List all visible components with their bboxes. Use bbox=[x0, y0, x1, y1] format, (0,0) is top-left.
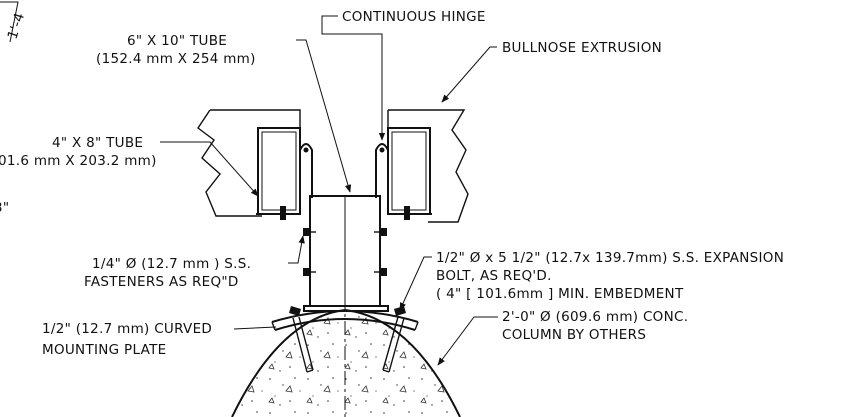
label-bullnose-extrusion: BULLNOSE EXTRUSION bbox=[502, 40, 662, 56]
label-column-size: 2'-0" Ø (609.6 mm) CONC. bbox=[502, 309, 688, 325]
concrete-column bbox=[231, 296, 461, 417]
right-barrier-panel bbox=[387, 109, 469, 223]
label-fasteners-size: 1/4" Ø (12.7 mm ) S.S. bbox=[92, 256, 251, 272]
label-continuous-hinge: CONTINUOUS HINGE bbox=[342, 9, 486, 25]
center-tube-6x10 bbox=[303, 195, 387, 307]
leader-lines bbox=[160, 15, 498, 366]
label-expansion-bolt-note: BOLT, AS REQ'D. bbox=[436, 268, 552, 284]
label-expansion-bolt-embedment: ( 4" [ 101.6mm ] MIN. EMBEDMENT bbox=[436, 286, 684, 302]
label-expansion-bolt-size: 1/2" Ø x 5 1/2" (12.7x 139.7mm) S.S. EXP… bbox=[436, 250, 784, 266]
continuous-hinge-left bbox=[299, 143, 313, 198]
edge-rotated-dimension: 1'-4 bbox=[5, 11, 29, 42]
label-tube-4x8-size: 4" X 8" TUBE bbox=[52, 135, 143, 151]
edge-leader-fragment bbox=[0, 1, 19, 43]
label-mounting-plate-name: MOUNTING PLATE bbox=[42, 342, 166, 358]
edge-dimension-fragment: 3" bbox=[0, 200, 9, 216]
label-tube-6x10-size: 6" X 10" TUBE bbox=[127, 33, 227, 49]
left-barrier-panel bbox=[197, 109, 301, 220]
label-tube-6x10-metric: (152.4 mm X 254 mm) bbox=[96, 51, 256, 67]
label-tube-4x8-metric: 01.6 mm X 203.2 mm) bbox=[0, 153, 157, 169]
label-fasteners-note: FASTENERS AS REQ"D bbox=[84, 274, 239, 290]
svg-text:1'-4: 1'-4 bbox=[5, 11, 29, 42]
label-column-note: COLUMN BY OTHERS bbox=[502, 327, 646, 343]
continuous-hinge-right bbox=[375, 143, 389, 198]
label-mounting-plate-size: 1/2" (12.7 mm) CURVED bbox=[42, 321, 212, 337]
expansion-bolt-left bbox=[289, 306, 314, 373]
